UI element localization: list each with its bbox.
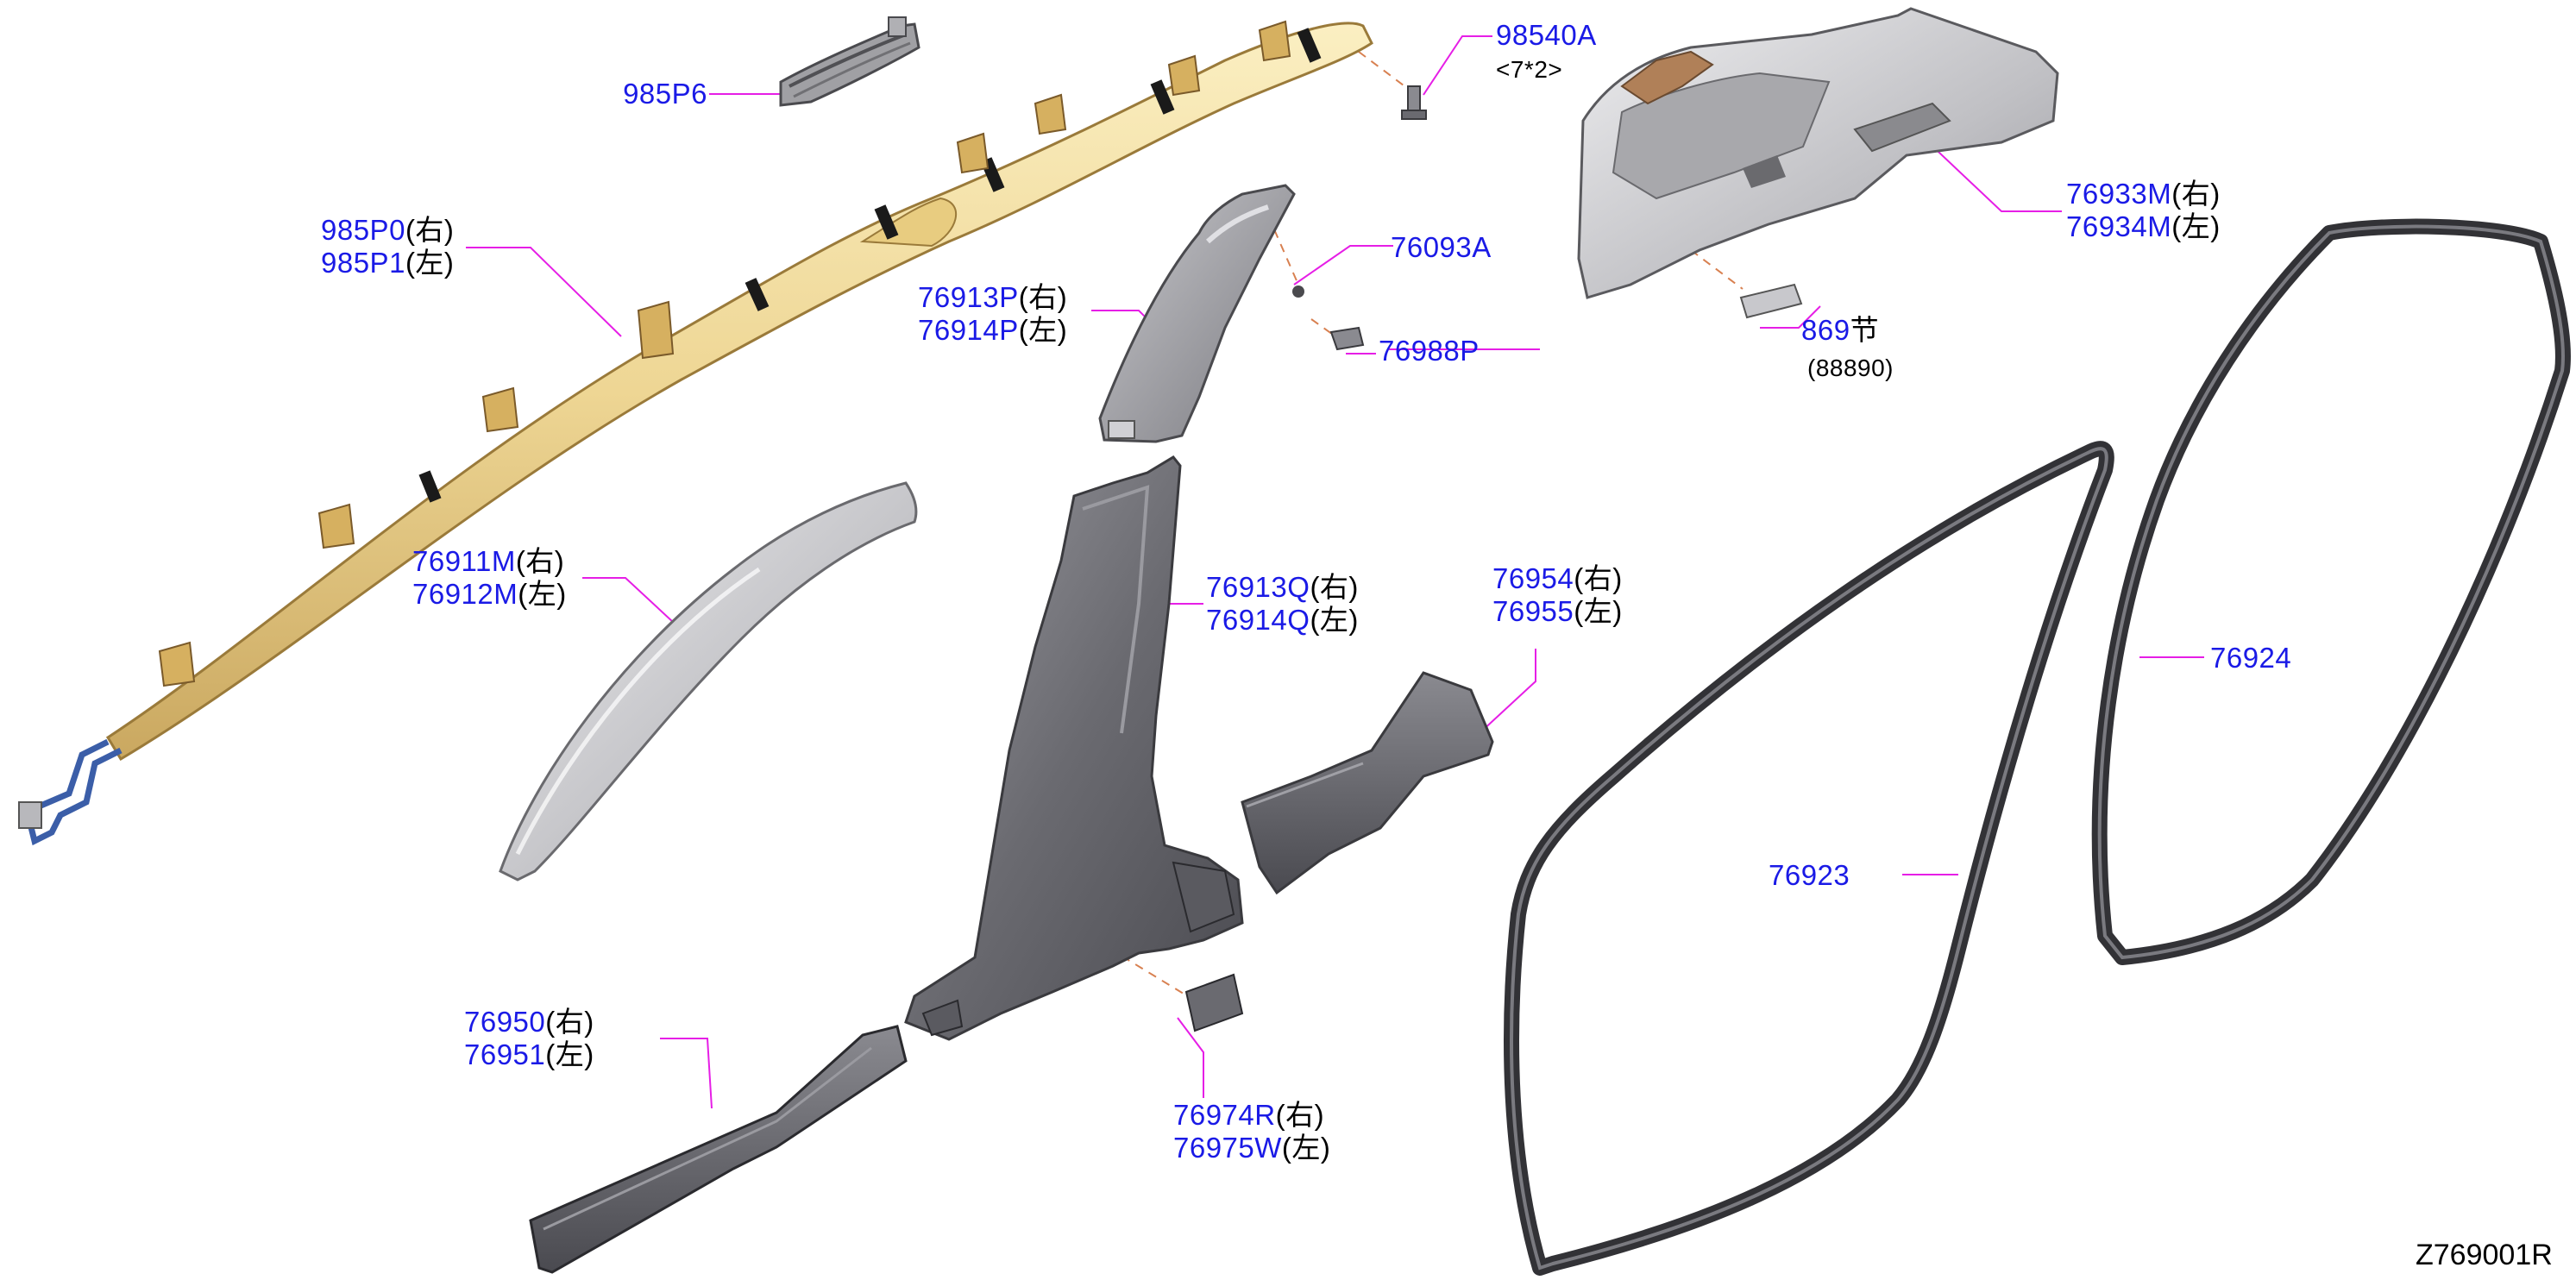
side-right: (右) bbox=[1574, 562, 1623, 594]
side-right: (右) bbox=[405, 214, 455, 246]
quantity-note: <7*2> bbox=[1496, 56, 1563, 83]
trim-cover-part bbox=[1184, 973, 1244, 1032]
a-pillar-trim-part bbox=[499, 481, 918, 882]
airbag-bracket-part bbox=[779, 16, 920, 107]
clip-98540a-part bbox=[1401, 85, 1427, 120]
part-number: 76954 bbox=[1492, 562, 1574, 594]
part-number: 76933M bbox=[2066, 178, 2172, 210]
side-right: (右) bbox=[515, 545, 565, 577]
quarter-trim-part bbox=[1577, 7, 2059, 299]
part-number: 76093A bbox=[1391, 231, 1492, 263]
figure-id: Z769001R bbox=[2416, 1239, 2553, 1271]
callout-76913q-76914q: 76913Q(右) 76914Q(左) bbox=[1206, 571, 1359, 637]
callout-76954-76955: 76954(右) 76955(左) bbox=[1492, 562, 1623, 628]
side-left: (左) bbox=[1310, 604, 1359, 636]
part-number: 76951 bbox=[464, 1038, 546, 1070]
kick-plate-finisher-part bbox=[1241, 671, 1494, 895]
leader-lines bbox=[466, 35, 2204, 1109]
side-left: (左) bbox=[518, 578, 567, 610]
curtain-airbag-part bbox=[18, 20, 1373, 846]
side-left: (左) bbox=[2171, 210, 2221, 242]
part-number: 76950 bbox=[464, 1006, 546, 1038]
side-right: (右) bbox=[1310, 571, 1359, 603]
part-number: 76912M bbox=[412, 578, 518, 610]
callout-98540a: 98540A <7*2> bbox=[1496, 19, 1597, 86]
part-number: 985P0 bbox=[321, 214, 405, 246]
side-right: (右) bbox=[1275, 1099, 1325, 1131]
part-number: 76955 bbox=[1492, 595, 1574, 627]
part-number: 869 bbox=[1801, 314, 1850, 346]
side-left: (左) bbox=[1018, 314, 1068, 346]
callout-76974r-76975w: 76974R(右) 76975W(左) bbox=[1173, 1099, 1330, 1164]
part-number: 76975W bbox=[1173, 1132, 1282, 1164]
upper-pillar-trim-part bbox=[1098, 184, 1296, 443]
part-number: 76913P bbox=[918, 281, 1019, 313]
part-number: 985P6 bbox=[623, 78, 707, 110]
part-number: 76913Q bbox=[1206, 571, 1310, 603]
callout-76913p-76914p: 76913P(右) 76914P(左) bbox=[918, 281, 1067, 347]
callout-985p6: 985P6 bbox=[595, 78, 707, 110]
side-left: (左) bbox=[1574, 595, 1623, 627]
rear-door-weatherstrip-part bbox=[2091, 218, 2571, 965]
callout-76911m-76912m: 76911M(右) 76912M(左) bbox=[412, 545, 567, 611]
section-suffix: 节 bbox=[1850, 314, 1880, 346]
part-number: 985P1 bbox=[321, 247, 405, 279]
front-door-weatherstrip-part bbox=[1504, 441, 2114, 1276]
part-number: 76923 bbox=[1769, 859, 1850, 891]
part-number: 76914P bbox=[918, 314, 1019, 346]
fastener-parts bbox=[1292, 285, 1365, 351]
callout-76988p: 76988P bbox=[1379, 335, 1480, 367]
cap-869-part bbox=[1739, 283, 1803, 319]
side-right: (右) bbox=[1018, 281, 1068, 313]
section-reference: (88890) bbox=[1807, 355, 1894, 381]
side-left: (左) bbox=[545, 1038, 594, 1070]
kicking-plate-part bbox=[529, 1025, 908, 1274]
part-number: 76924 bbox=[2210, 642, 2292, 674]
part-number: 76914Q bbox=[1206, 604, 1310, 636]
callout-76093a: 76093A bbox=[1391, 231, 1492, 264]
side-right: (右) bbox=[545, 1006, 594, 1038]
part-number: 76911M bbox=[412, 545, 516, 577]
part-number: 76988P bbox=[1379, 335, 1480, 367]
part-number: 76934M bbox=[2066, 210, 2172, 242]
b-pillar-trim-part bbox=[904, 455, 1244, 1041]
callout-985p0-985p1: 985P0(右) 985P1(左) bbox=[321, 214, 454, 279]
callout-76923: 76923 bbox=[1769, 859, 1850, 892]
callout-869-ref: (88890) bbox=[1807, 350, 1894, 385]
side-left: (左) bbox=[405, 247, 455, 279]
side-left: (左) bbox=[1281, 1132, 1331, 1164]
part-number: 98540A bbox=[1496, 19, 1597, 51]
callout-76924: 76924 bbox=[2210, 642, 2291, 675]
side-right: (右) bbox=[2171, 178, 2221, 210]
part-number: 76974R bbox=[1173, 1099, 1276, 1131]
callout-76933m-76934m: 76933M(右) 76934M(左) bbox=[2066, 178, 2221, 243]
callout-869: 869节 bbox=[1801, 314, 1879, 347]
callout-76950-76951: 76950(右) 76951(左) bbox=[464, 1006, 594, 1071]
